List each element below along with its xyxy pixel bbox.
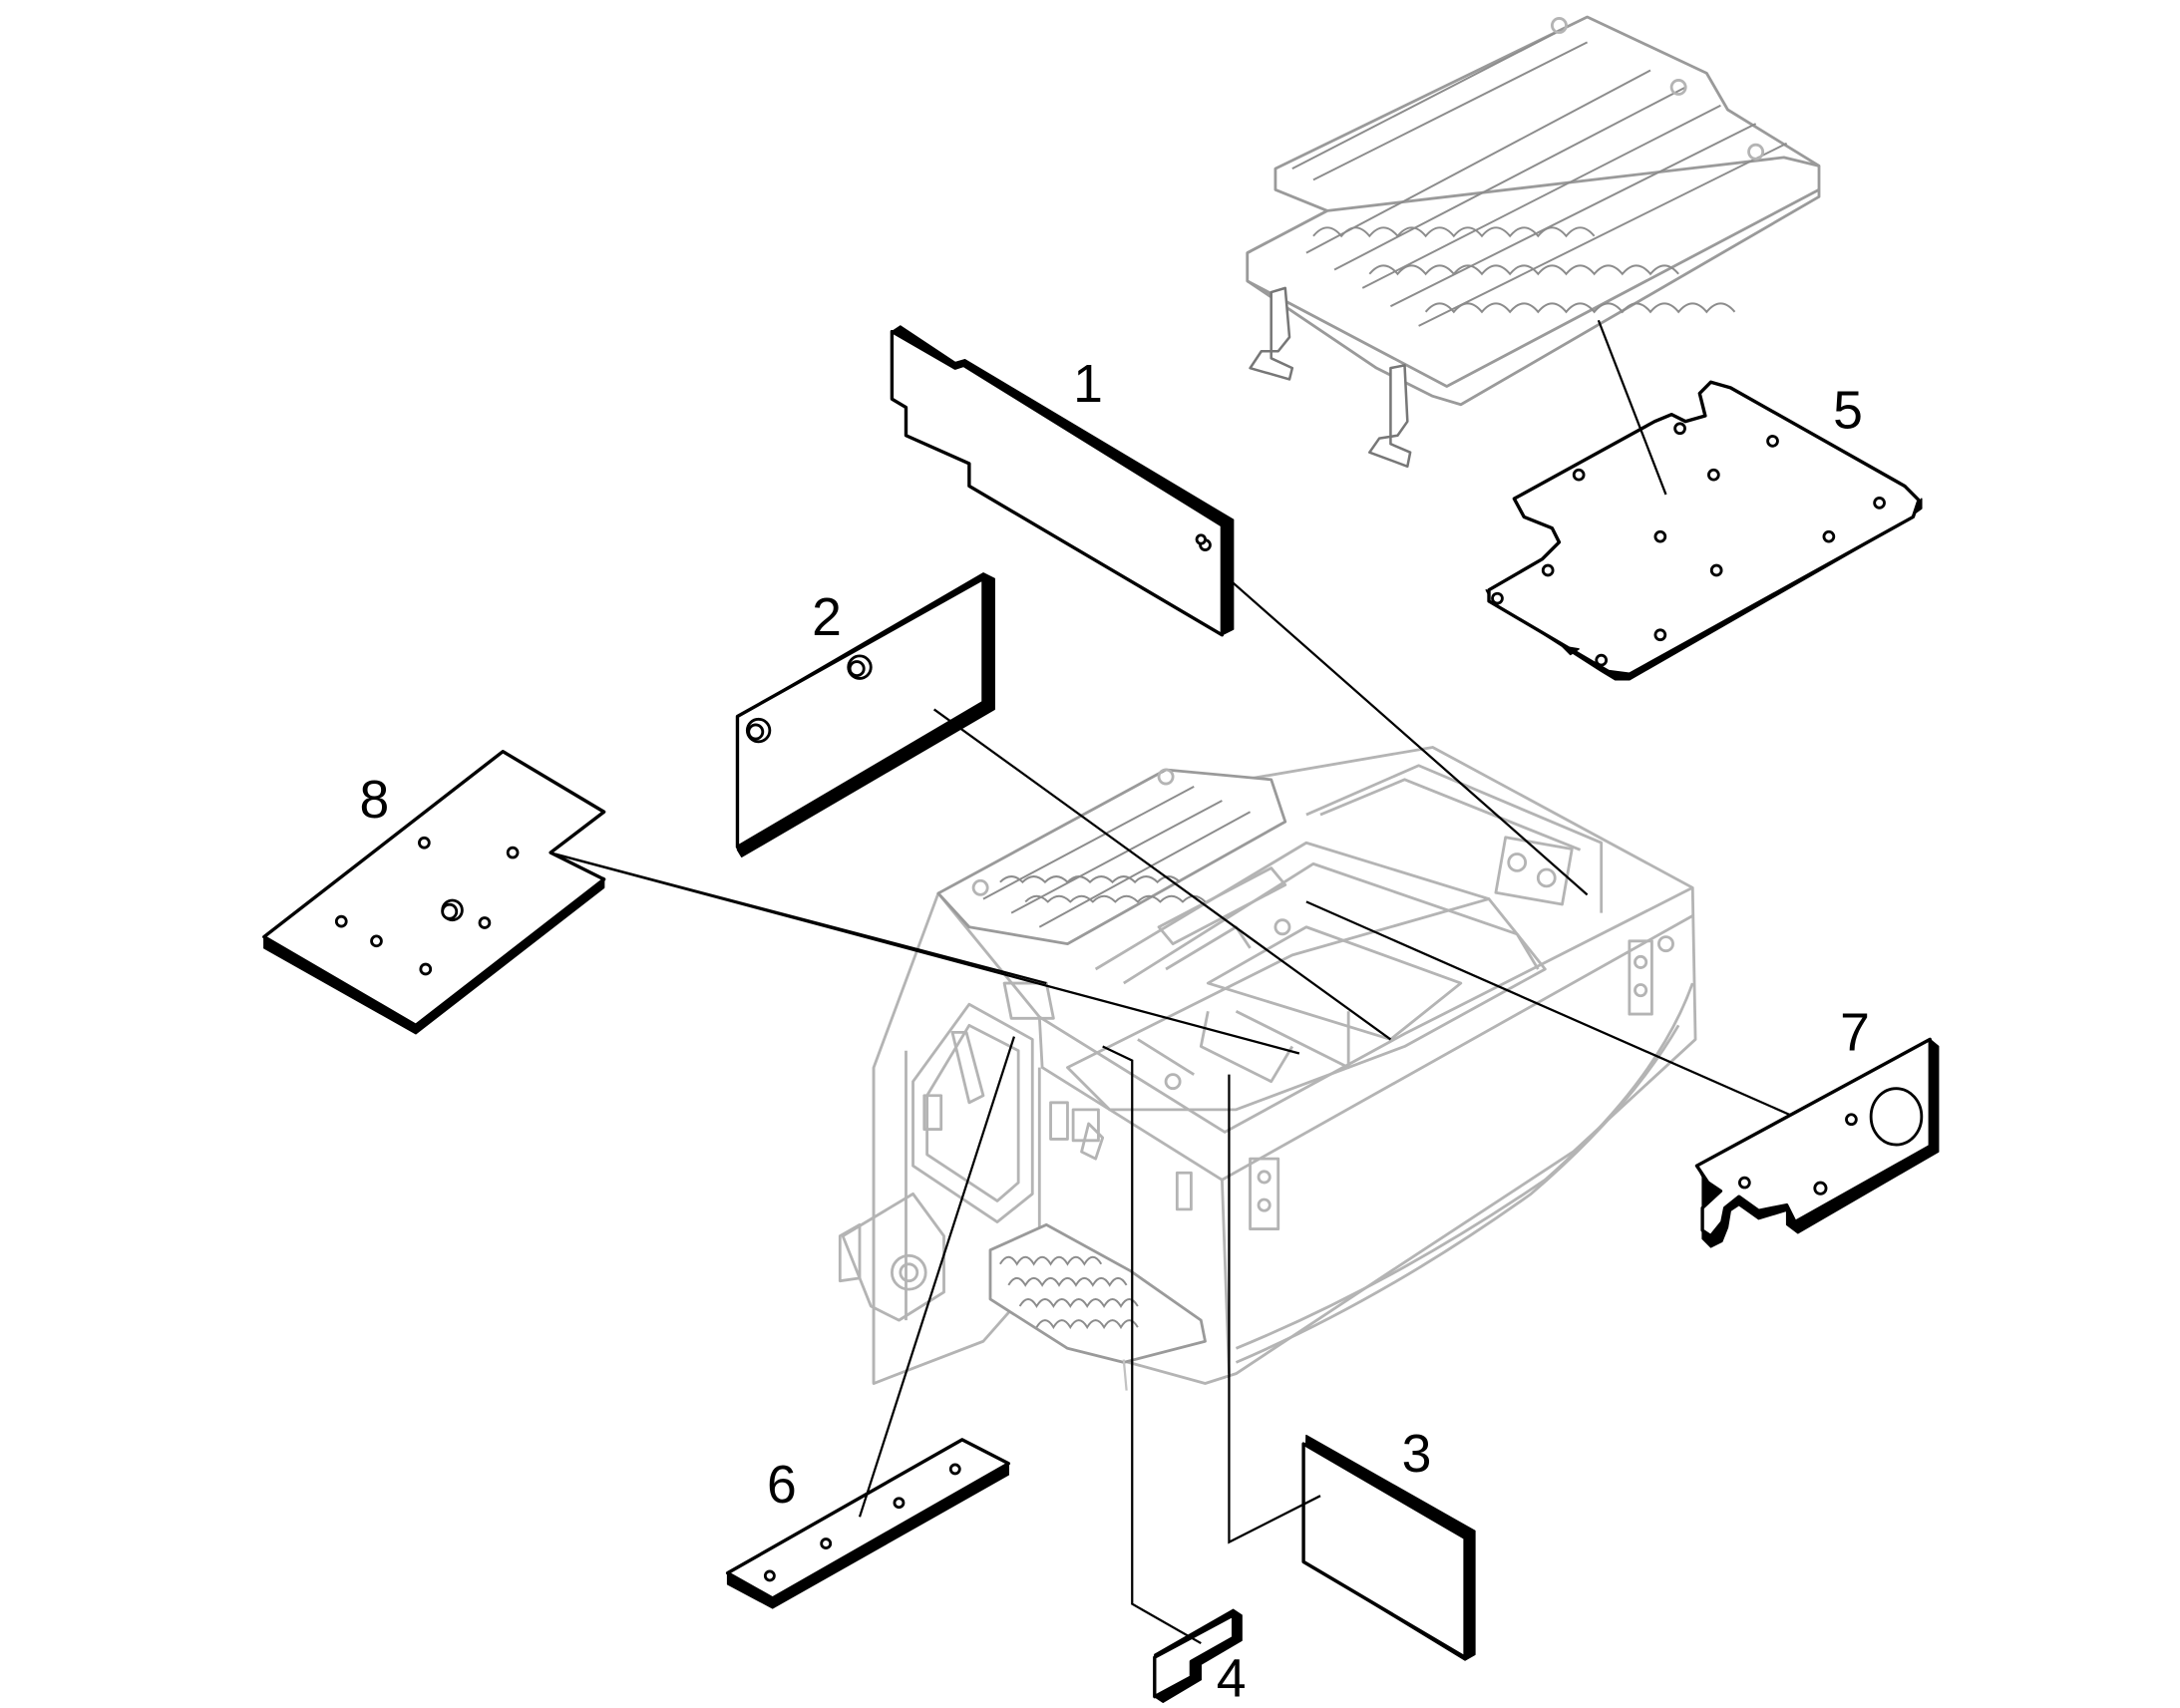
part-6-strip xyxy=(725,1438,1010,1609)
part-3-panel xyxy=(1301,1434,1476,1661)
top-grating-cover xyxy=(1246,15,1821,469)
housing-assembly xyxy=(838,746,1697,1391)
part-4-plate xyxy=(1153,1608,1243,1703)
part-1-panel xyxy=(890,325,1235,637)
callout-8: 8 xyxy=(360,771,390,830)
part-5-plate xyxy=(1485,380,1923,681)
callout-7: 7 xyxy=(1840,1004,1870,1063)
part-8-plate xyxy=(262,749,606,1035)
callout-labels: 1 2 3 4 5 6 7 8 xyxy=(360,355,1870,1708)
callout-3: 3 xyxy=(1402,1425,1432,1484)
callout-2: 2 xyxy=(812,588,842,647)
callout-1: 1 xyxy=(1073,355,1103,414)
callout-5: 5 xyxy=(1833,382,1863,441)
callout-4: 4 xyxy=(1217,1650,1247,1708)
part-2-panel xyxy=(735,572,995,858)
callout-6: 6 xyxy=(767,1456,797,1515)
part-7-bracket xyxy=(1694,1037,1940,1248)
leader-lines xyxy=(554,319,1792,1645)
